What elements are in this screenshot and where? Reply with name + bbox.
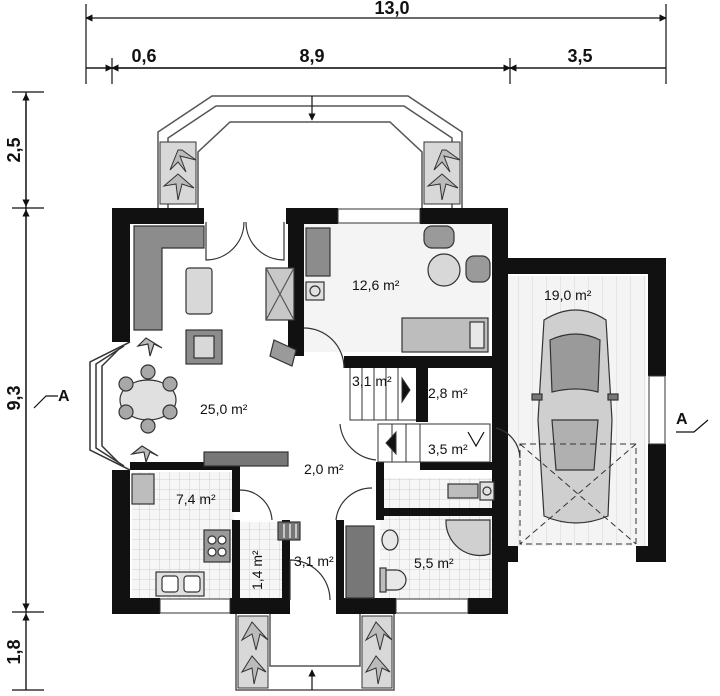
section-marker-left: A (33, 388, 70, 409)
bottom-porch (235, 614, 395, 691)
dim-left-offset: 0,6 (131, 46, 156, 66)
dim-garage-width: 3,5 (567, 46, 592, 66)
room-area-closet: 2,8 m² (428, 385, 468, 401)
dim-total-width: 13,0 (374, 0, 409, 18)
top-terrace (157, 95, 463, 210)
doors (205, 221, 521, 601)
room-area-hall: 2,0 m² (304, 461, 344, 477)
dim-main-depth: 9,3 (4, 385, 24, 410)
room-area-pantry: 1,4 m² (249, 550, 265, 590)
room-area-vestibule: 3,1 m² (294, 553, 334, 569)
plant-top-left (159, 141, 197, 205)
section-label-right: A (676, 411, 688, 428)
kitchen-fixtures (131, 473, 231, 597)
dim-bay-depth: 2,5 (4, 137, 24, 162)
living-furniture (118, 225, 297, 467)
plant-bottom-left (237, 615, 269, 689)
room-area-stairs: 3,1 m² (352, 373, 392, 389)
section-label-left: A (58, 388, 70, 405)
car (531, 309, 619, 524)
room-area-kitchen: 7,4 m² (176, 491, 216, 507)
plant-top-right (423, 141, 461, 205)
section-marker-right: A (676, 411, 709, 433)
technical-fixtures (277, 481, 495, 599)
room-area-bedroom: 12,6 m² (352, 277, 400, 293)
dim-main-width: 8,9 (299, 46, 324, 66)
bedroom-furniture (305, 225, 491, 353)
room-area-garage: 19,0 m² (544, 287, 592, 303)
bathroom-fixtures (379, 519, 491, 593)
staircase (349, 368, 491, 463)
garage-door (519, 443, 637, 545)
room-area-living: 25,0 m² (200, 401, 248, 417)
windows (159, 208, 666, 614)
bay-window-left (89, 341, 131, 471)
dim-porch-depth: 1,8 (4, 639, 24, 664)
plant-bottom-right (361, 615, 393, 689)
room-area-upper-hall: 3,5 m² (428, 441, 468, 457)
dimension-lines (12, 4, 667, 691)
walls (112, 208, 666, 614)
pantry-floor (238, 522, 282, 600)
room-area-bathroom: 5,5 m² (414, 555, 454, 571)
